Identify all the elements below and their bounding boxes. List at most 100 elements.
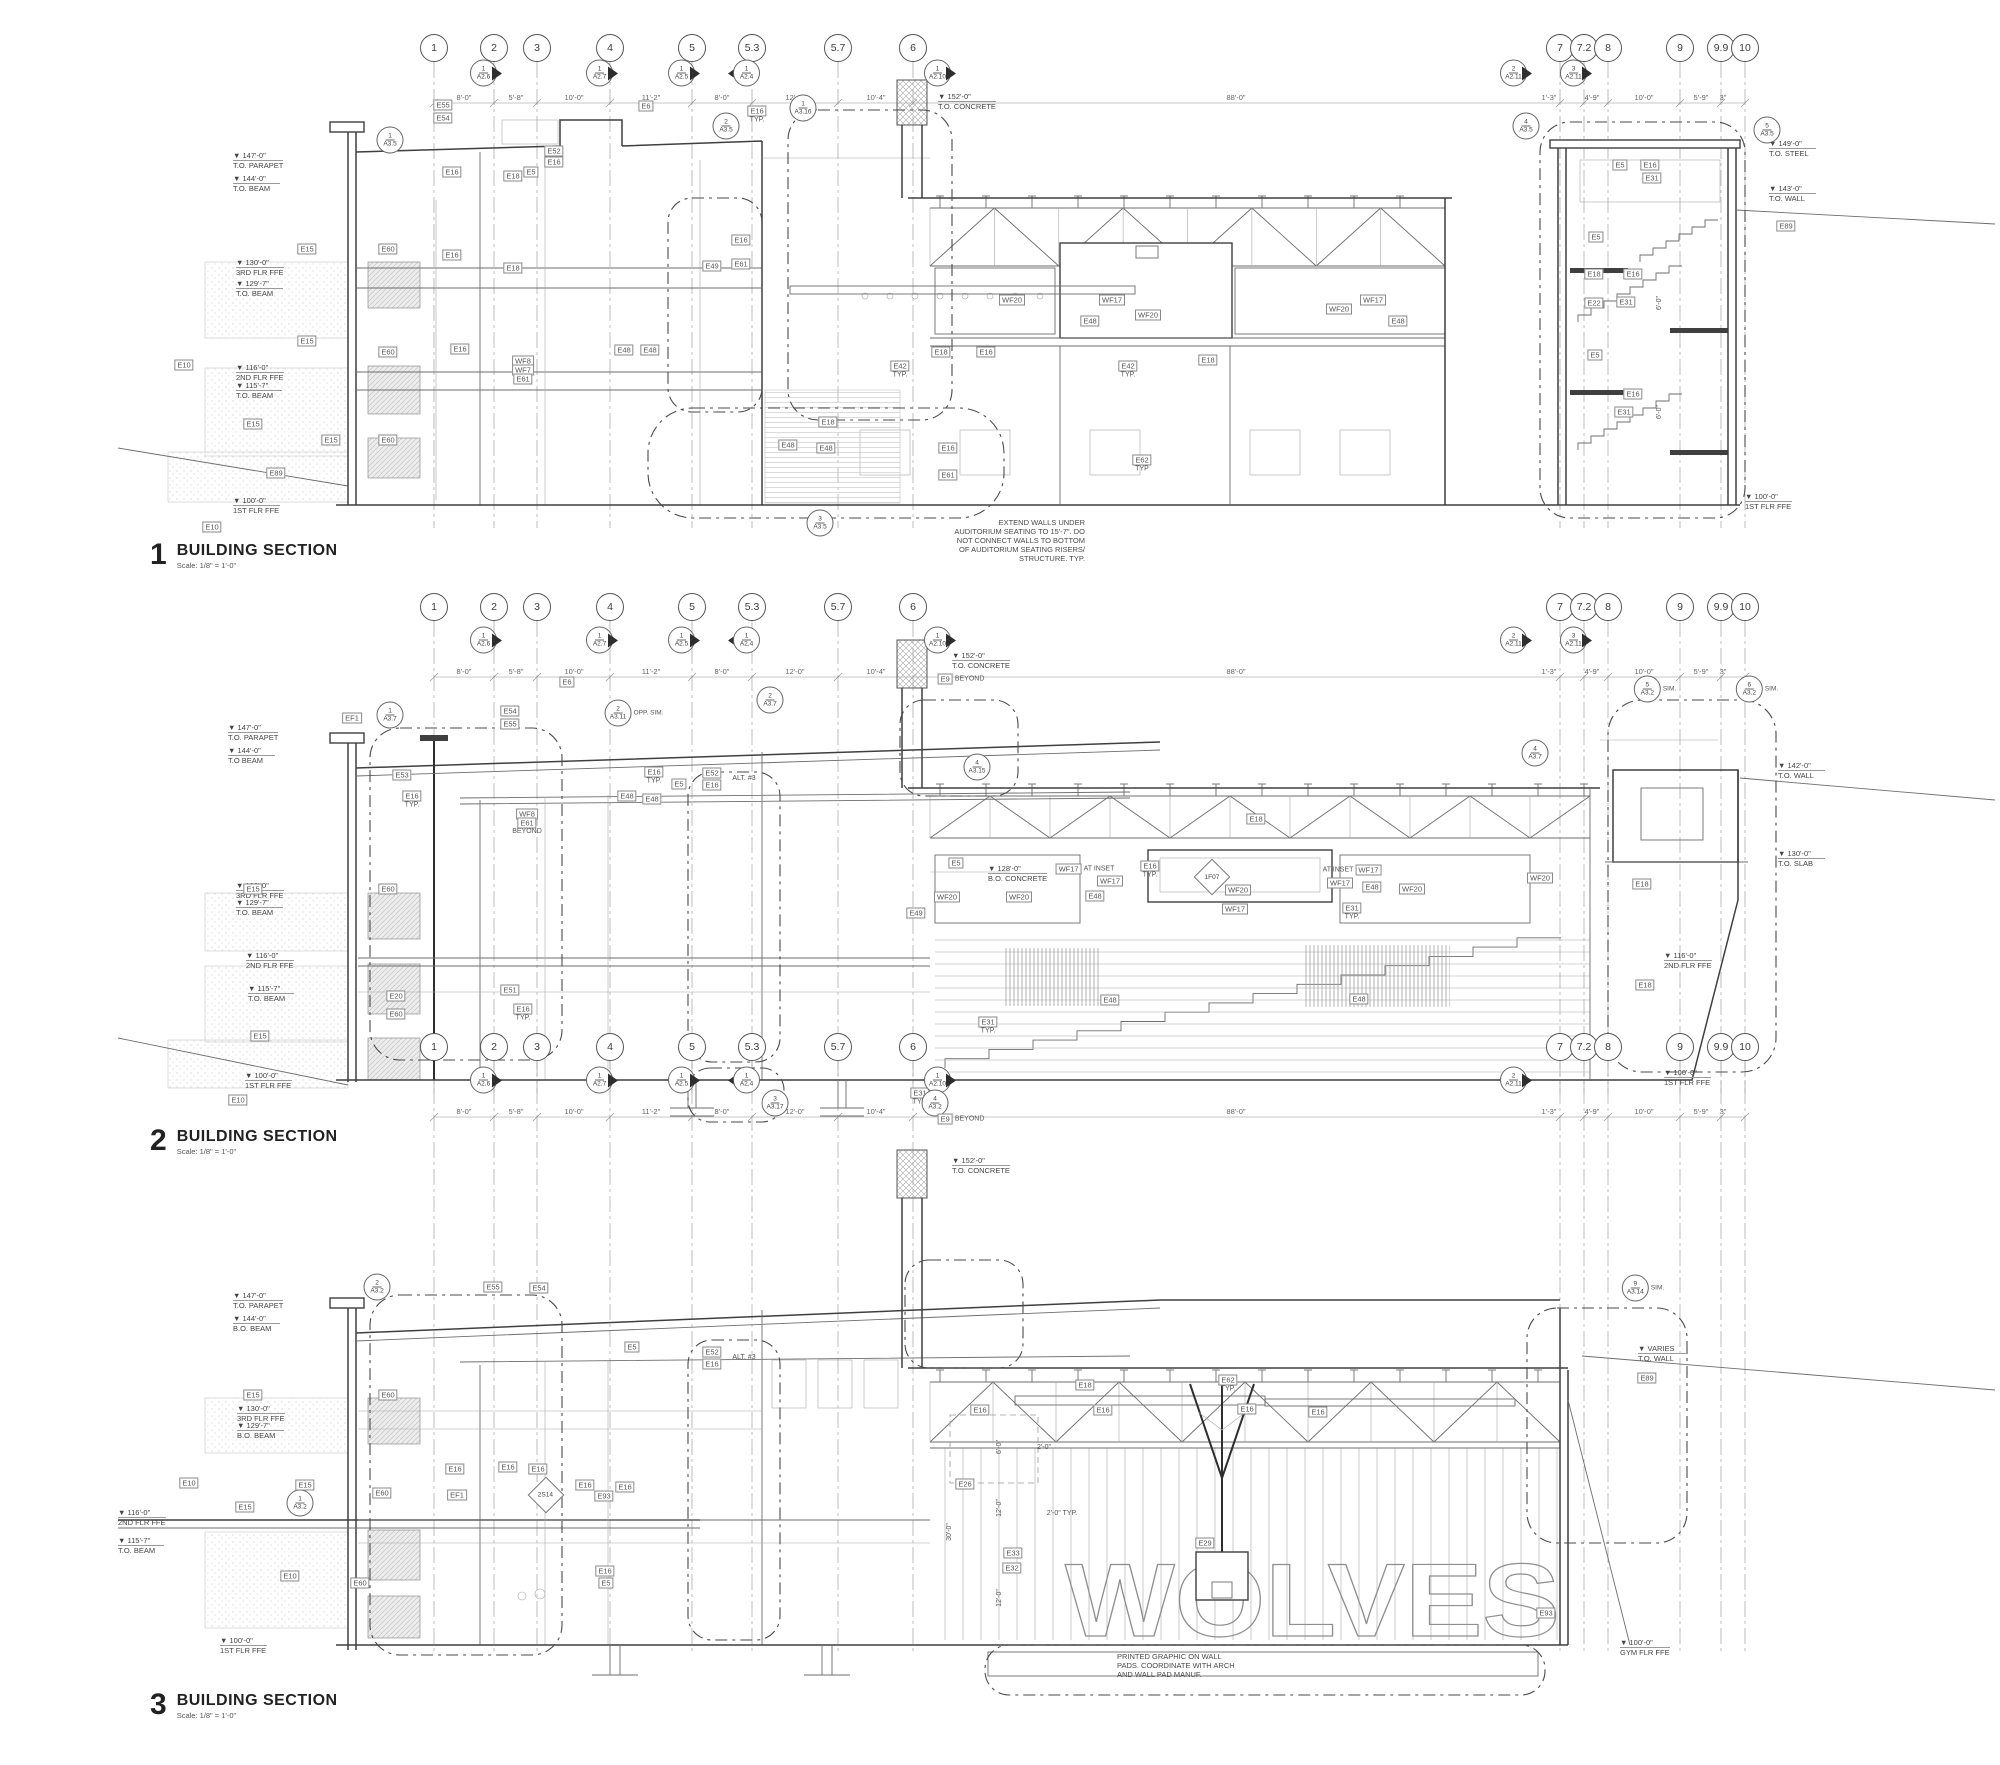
grid-bubble-6: 6 xyxy=(899,34,927,62)
dimension-label: 12'-0" xyxy=(785,1107,805,1116)
dimension-label: 3" xyxy=(1719,93,1727,102)
grid-bubble-1: 1 xyxy=(420,593,448,621)
ref-tag: E93 xyxy=(1536,1607,1556,1619)
ref-tag: E10 xyxy=(228,1094,248,1106)
grid-bubble-8: 8 xyxy=(1594,34,1622,62)
elevation-marker: ▼ 128'-0"B.O. CONCRETE xyxy=(988,864,1048,883)
elevation-marker: ▼ 152'-0"T.O. CONCRETE xyxy=(952,1156,1010,1175)
ref-tag: WF20 xyxy=(933,891,961,903)
dimension-label: 8'-0" xyxy=(714,1107,730,1116)
ref-tag: E6 xyxy=(559,676,575,688)
grid-bubble-6: 6 xyxy=(899,1033,927,1061)
ref-tag: E89 xyxy=(1776,220,1796,232)
dimension-label: 11'-2" xyxy=(641,667,661,676)
ref-tag: E48 xyxy=(1362,881,1382,893)
dimension-label: 10'-0" xyxy=(1634,667,1654,676)
section-3-title: 3 BUILDING SECTION Scale: 1/8" = 1'-0" xyxy=(150,1688,338,1721)
ref-tag: E18 xyxy=(1246,813,1266,825)
dimension-label: 88'-0" xyxy=(1226,667,1246,676)
dimension-label: 10'-0" xyxy=(564,1107,584,1116)
elevation-marker: ▼ 147'-0"T.O. PARAPET xyxy=(228,723,279,742)
dimension-label: 8'-0" xyxy=(456,1107,472,1116)
ref-tag: E15 xyxy=(297,335,317,347)
ref-tag: E52 xyxy=(702,1346,722,1358)
ref-tag: E61 xyxy=(513,373,533,385)
grid-bubble-8: 8 xyxy=(1594,593,1622,621)
ref-tag: E16 xyxy=(976,346,996,358)
room-tag: 2S14 xyxy=(527,1476,565,1514)
ref-tag: WF20 xyxy=(1398,883,1426,895)
dimension-label: 8'-0" xyxy=(714,93,730,102)
grid-bubble-5: 5 xyxy=(678,34,706,62)
ref-tag: E48 xyxy=(1080,315,1100,327)
grid-bubble-3: 3 xyxy=(523,1033,551,1061)
section-number: 3 xyxy=(150,1688,167,1721)
ref-tag: E60 xyxy=(378,346,398,358)
dimension-label: 10'-0" xyxy=(1634,1107,1654,1116)
ref-tag: E15 xyxy=(250,1030,270,1042)
ref-tag: E60 xyxy=(350,1577,370,1589)
ref-tag: E49 xyxy=(702,260,722,272)
ref-tag: E5 xyxy=(671,778,687,790)
ref-tag: E49 xyxy=(906,907,926,919)
ref-tag: E15 xyxy=(295,1479,315,1491)
ref-tag: 12'-0" xyxy=(996,1589,1003,1607)
ref-tag: WF20 xyxy=(1526,872,1554,884)
dimension-label: 10'-4" xyxy=(866,93,886,102)
grid-bubble-9: 9 xyxy=(1666,1033,1694,1061)
ref-tag: E48 xyxy=(816,442,836,454)
ref-tag: EF1 xyxy=(342,712,362,724)
ref-tag: E61 xyxy=(517,817,537,829)
ref-tag: E15 xyxy=(321,434,341,446)
ref-tag: E16 xyxy=(1623,268,1643,280)
ref-tag: E15 xyxy=(243,418,263,430)
section-2-title: 2 BUILDING SECTION Scale: 1/8" = 1'-0" xyxy=(150,1126,338,1157)
grid-bubble-2: 2 xyxy=(480,34,508,62)
dimension-label: 12'-0" xyxy=(785,667,805,676)
elevation-marker: ▼ 130'-0"3RD FLR FFE xyxy=(236,258,284,277)
ref-tag: E5 xyxy=(1587,349,1603,361)
section-1-title: 1 BUILDING SECTION Scale: 1/8" = 1'-0" xyxy=(150,540,338,571)
ref-tag: E16 xyxy=(498,1461,518,1473)
grid-bubble-9.9: 9.9 xyxy=(1707,593,1735,621)
ref-tag: E31 xyxy=(1642,172,1662,184)
ref-tag: 2'-0" TYP. xyxy=(1046,1510,1078,1517)
ref-tag: E5 xyxy=(624,1341,640,1353)
ref-tag: E33 xyxy=(1003,1547,1023,1559)
dimension-label: 5'-8" xyxy=(508,1107,524,1116)
dimension-label: 5'-9" xyxy=(1693,667,1709,676)
elevation-marker: ▼ 116'-0"2ND FLR FFE xyxy=(246,951,294,970)
ref-tag: E15 xyxy=(297,243,317,255)
elevation-marker: ▼ 130'-0"3RD FLR FFE xyxy=(237,1404,285,1423)
ref-tag: E31 xyxy=(1614,406,1634,418)
ref-tag: E18 xyxy=(931,346,951,358)
ref-tag: E48 xyxy=(778,439,798,451)
dimension-label: 8'-0" xyxy=(456,667,472,676)
ref-tag: WF17 xyxy=(1326,877,1354,889)
ref-tag: E10 xyxy=(174,359,194,371)
elevation-marker: ▼ 152'-0"T.O. CONCRETE xyxy=(938,92,996,111)
dimension-label: 10'-4" xyxy=(866,1107,886,1116)
elevation-marker: ▼ 100'-0"1ST FLR FFE xyxy=(245,1071,292,1090)
ref-tag: E54 xyxy=(529,1282,549,1294)
ref-tag: E16 xyxy=(702,779,722,791)
